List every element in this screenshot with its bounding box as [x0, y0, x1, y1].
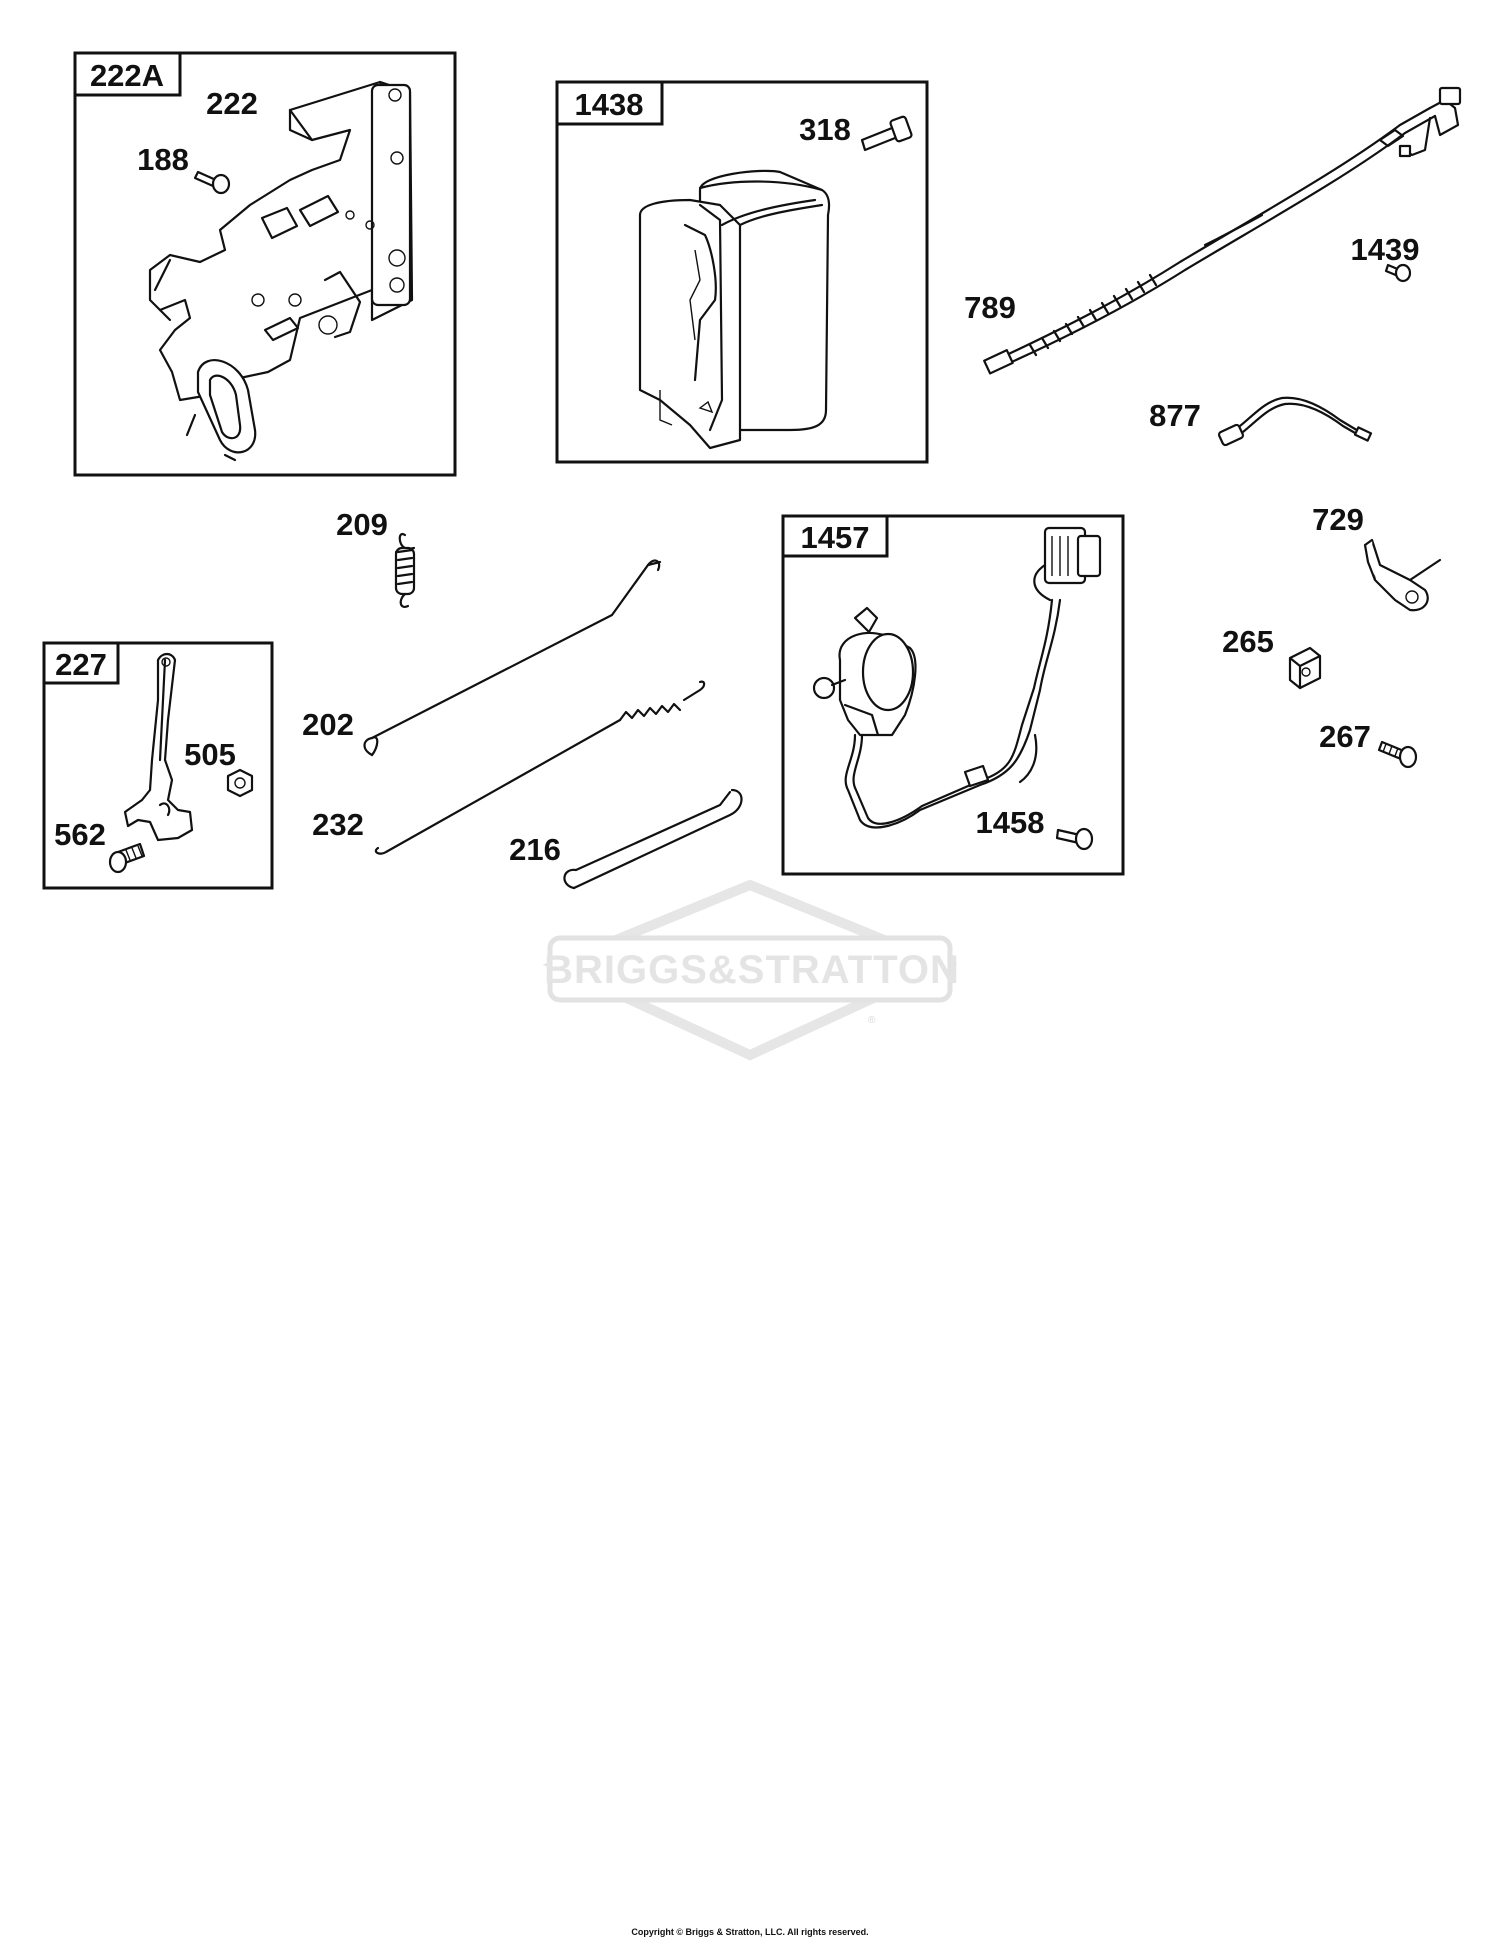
callout-222: 222 — [206, 86, 258, 121]
callout-209: 209 — [336, 507, 388, 542]
callout-202: 202 — [302, 707, 354, 742]
group-227-box: 227 — [42, 641, 274, 890]
watermark-registered: ® — [868, 1015, 876, 1026]
governor-link-202-icon — [363, 559, 662, 757]
clip-265-icon — [1288, 646, 1322, 690]
control-bracket-222-icon — [148, 80, 414, 462]
screw-188-icon — [193, 170, 231, 195]
callout-1458: 1458 — [976, 805, 1045, 840]
callout-216: 216 — [509, 832, 561, 867]
nut-505-icon — [226, 768, 254, 798]
spring-209-icon — [394, 532, 416, 608]
callout-729: 729 — [1312, 502, 1364, 537]
choke-link-216-icon — [563, 788, 743, 890]
wire-harness-789-icon — [983, 86, 1462, 375]
group-222a-label: 222A — [90, 58, 164, 93]
callout-267: 267 — [1319, 719, 1371, 754]
screw-562-icon — [108, 842, 146, 874]
bracket-729-icon — [1363, 538, 1442, 612]
screw-1439-icon — [1384, 263, 1412, 283]
callout-318: 318 — [799, 112, 851, 147]
callout-1439: 1439 — [1351, 232, 1420, 267]
callout-562: 562 — [54, 817, 106, 852]
callout-789: 789 — [964, 290, 1016, 325]
copyright-text: Copyright © Briggs & Stratton, LLC. All … — [631, 1927, 868, 1937]
callout-505: 505 — [184, 737, 236, 772]
watermark-brand: BRIGGS&STRATTON — [544, 948, 960, 992]
callout-877: 877 — [1149, 398, 1201, 433]
lever-227-icon — [123, 652, 194, 842]
air-filter-cover-1438-icon — [638, 169, 831, 450]
callout-232: 232 — [312, 807, 364, 842]
callout-265: 265 — [1222, 624, 1274, 659]
ignition-coil-harness-1457-icon — [812, 526, 1102, 829]
group-1457-label: 1457 — [801, 520, 870, 555]
briggs-stratton-watermark: BRIGGS&STRATTON ® — [542, 879, 960, 1061]
screw-1458-icon — [1055, 827, 1094, 851]
group-1438-box: 1438 — [555, 80, 929, 464]
spring-link-232-icon — [374, 680, 706, 855]
group-222a-box: 222A — [73, 51, 457, 477]
group-1457-box: 1457 — [781, 514, 1125, 876]
screw-267-icon — [1377, 740, 1418, 769]
ground-wire-877-icon — [1217, 396, 1373, 447]
group-227-label: 227 — [55, 647, 107, 682]
callout-188: 188 — [137, 142, 189, 177]
bolt-318-icon — [860, 115, 913, 152]
group-1438-label: 1438 — [575, 87, 644, 122]
